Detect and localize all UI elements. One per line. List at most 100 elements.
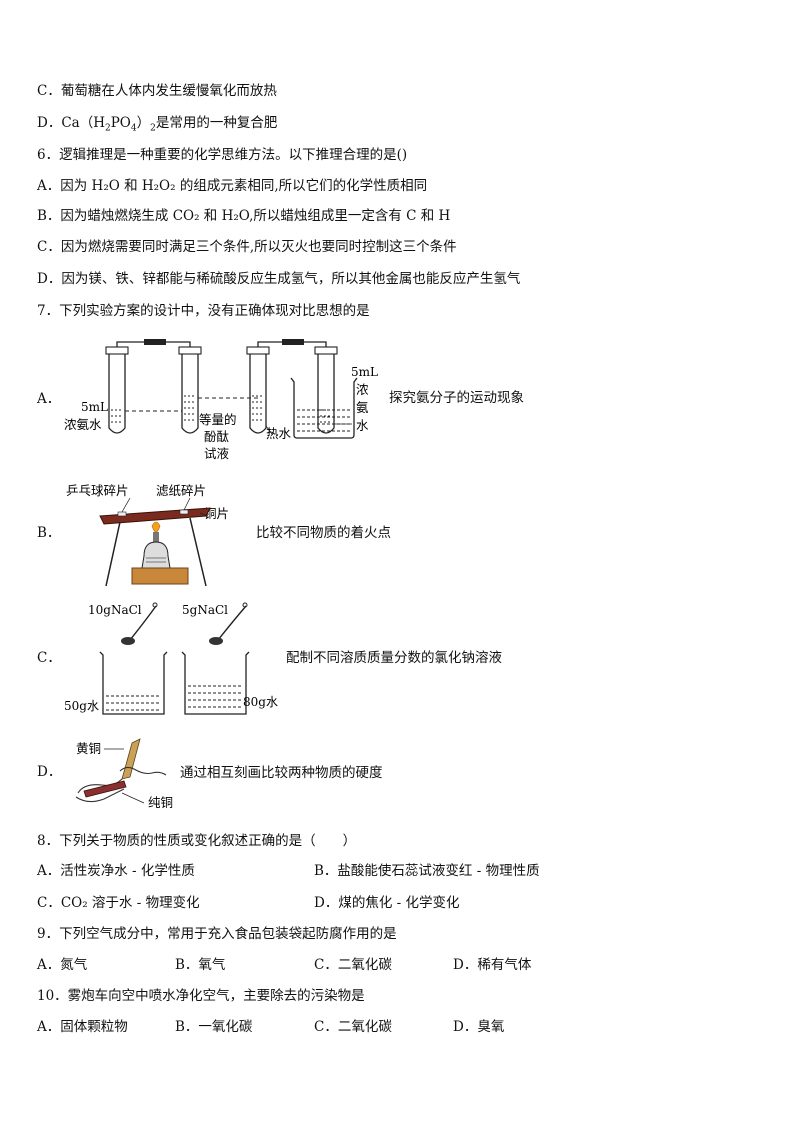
q6-option-d: D．因为镁、铁、锌都能与稀硫酸反应生成氢气，所以其他金属也能反应产生氢气: [37, 271, 521, 287]
q10-option-a: A．固体颗粒物: [37, 1019, 128, 1035]
q9-option-a: A．氮气: [37, 957, 88, 973]
label-pingpong: 乒乓球碎片: [66, 483, 129, 498]
q5-sub3: 2: [150, 123, 156, 134]
label-50g-water: 50g水: [64, 699, 99, 713]
q6-option-c: C．因为燃烧需要同时满足三个条件,所以灭火也要同时控制这三个条件: [37, 239, 457, 255]
stopper-3: [246, 346, 270, 355]
label-5g-nacl: 5gNaCl: [182, 603, 228, 617]
liquid-3: [252, 395, 264, 421]
beaker-2-water: [188, 685, 243, 708]
label-filter-paper: 滤纸碎片: [156, 483, 206, 498]
stopper-2: [178, 346, 202, 355]
q5-option-d-close: ）: [136, 115, 151, 131]
q7-b-label: B．: [37, 525, 61, 541]
flame: [151, 521, 161, 533]
q7-c-description: 配制不同溶质质量分数的氯化钠溶液: [286, 650, 502, 666]
q7-a-label: A．: [37, 391, 61, 407]
label-10g-nacl: 10gNaCl: [88, 603, 142, 617]
solution-prep-figure: 10gNaCl 5gNaCl 50g水 80g水: [64, 602, 278, 715]
q5-option-d-post: 是常用的一种复合肥: [155, 115, 278, 131]
q7-a-description: 探究氨分子的运动现象: [389, 390, 524, 406]
q7-stem: 7．下列实验方案的设计中，没有正确体现对比思想的是: [37, 303, 370, 319]
label-5ml-right: 5mL: [351, 365, 378, 379]
ammonia-apparatus-figure: 5mL 浓氨水 等量的 酚酞 试液 热水 5mL 浓 氨 水: [64, 339, 378, 461]
q5-option-d-mid: PO: [110, 115, 131, 131]
q8-stem: 8．下列关于物质的性质或变化叙述正确的是（ ）: [37, 833, 357, 849]
q10-option-b: B．一氧化碳: [175, 1019, 253, 1035]
label-ammonia-left: 浓氨水: [64, 417, 102, 432]
q9-stem: 9．下列空气成分中，常用于充入食品包装袋起防腐作用的是: [37, 926, 397, 942]
q10-option-c: C．二氧化碳: [314, 1019, 392, 1035]
hot-water-beaker: [290, 377, 358, 439]
label-shui: 水: [356, 418, 369, 433]
pingpong-fragment: [117, 511, 127, 517]
q9-option-d: D．稀有气体: [453, 957, 532, 973]
hot-water: [297, 409, 351, 432]
q5-sub2: 4: [130, 123, 137, 134]
lamp-wick: [153, 532, 159, 542]
q6-option-b: B．因为蜡烛燃烧生成 CO₂ 和 H₂O,所以蜡烛组成里一定含有 C 和 H: [37, 208, 451, 224]
q6-option-a: A．因为 H₂O 和 H₂O₂ 的组成元素相同,所以它们的化学性质相同: [37, 178, 428, 194]
copper-leader: [121, 792, 145, 804]
stopper-1: [105, 346, 129, 355]
q6-stem: 6．逻辑推理是一种重要的化学思维方法。以下推理合理的是(): [37, 147, 408, 163]
label-pure-copper: 纯铜: [148, 795, 173, 810]
label-equal-amount: 等量的: [199, 412, 237, 427]
clamp-right: [282, 339, 304, 345]
test-tube-1: [108, 351, 126, 434]
spoon-1-bowl: [121, 637, 135, 645]
spoon-1-tip: [152, 602, 158, 608]
q7-c-label: C．: [37, 650, 61, 666]
q9-option-c: C．二氧化碳: [314, 957, 392, 973]
spoon-2-tip: [242, 602, 248, 608]
q5-option-d: D．Ca（H2PO4）2是常用的一种复合肥: [37, 114, 277, 138]
spoon-1-handle: [129, 605, 157, 641]
beaker-2: [181, 651, 250, 715]
label-an: 氨: [356, 400, 369, 415]
q8-option-b: B．盐酸能使石蕊试液变红 - 物理性质: [314, 863, 540, 879]
q10-option-d: D．臭氧: [453, 1019, 505, 1035]
q8-option-c: C．CO₂ 溶于水 - 物理变化: [37, 895, 200, 911]
liquid-2: [184, 395, 196, 421]
label-80g-water: 80g水: [243, 695, 278, 709]
q5-option-c: C．葡萄糖在人体内发生缓慢氧化而放热: [37, 83, 277, 99]
q8-option-a: A．活性炭净水 - 化学性质: [37, 863, 195, 879]
q8-option-d: D．煤的焦化 - 化学变化: [314, 895, 460, 911]
test-tube-3: [249, 351, 267, 434]
label-copper-sheet: 铜片: [204, 506, 229, 521]
hardness-figure: 黄铜 纯铜: [75, 738, 173, 810]
brass-rod: [121, 738, 141, 780]
label-phenolphthalein: 酚酞: [204, 429, 230, 444]
filter-paper-fragment: [179, 509, 189, 515]
spoon-2-bowl: [209, 637, 223, 645]
q10-stem: 10．雾炮车向空中喷水净化空气，主要除去的污染物是: [37, 988, 365, 1004]
clamp-left: [144, 339, 166, 345]
liquid-1: [111, 409, 123, 423]
copper-sheet: [99, 507, 211, 525]
label-5ml-left: 5mL: [81, 400, 108, 414]
label-nong: 浓: [356, 382, 369, 397]
q7-b-description: 比较不同物质的着火点: [256, 525, 391, 541]
stopper-4: [314, 346, 338, 355]
ignition-point-figure: 乒乓球碎片 滤纸碎片 铜片: [66, 483, 229, 587]
test-tube-4: [317, 351, 335, 434]
beaker-1-water: [106, 695, 161, 711]
comparison-dashed-line: [125, 397, 258, 412]
pure-copper-strip: [83, 780, 127, 798]
label-reagent: 试液: [204, 446, 230, 461]
hot-water-leader: [265, 425, 273, 435]
lamp-liquid: [146, 557, 166, 563]
q9-option-b: B．氧气: [175, 957, 226, 973]
label-brass: 黄铜: [76, 741, 101, 756]
spoon-2-handle: [217, 605, 247, 641]
beaker-1: [99, 651, 168, 715]
hand-bottom: [75, 788, 125, 803]
wooden-block: [131, 567, 189, 585]
alcohol-lamp: [141, 541, 171, 569]
q5-sub1: 2: [104, 123, 111, 134]
label-hot-water: 热水: [266, 426, 292, 441]
q5-option-d-pre: D．Ca（H: [37, 115, 105, 131]
b-leader-lines: [121, 497, 209, 517]
q7-d-label: D．: [37, 764, 62, 780]
hand-upper: [119, 766, 167, 776]
